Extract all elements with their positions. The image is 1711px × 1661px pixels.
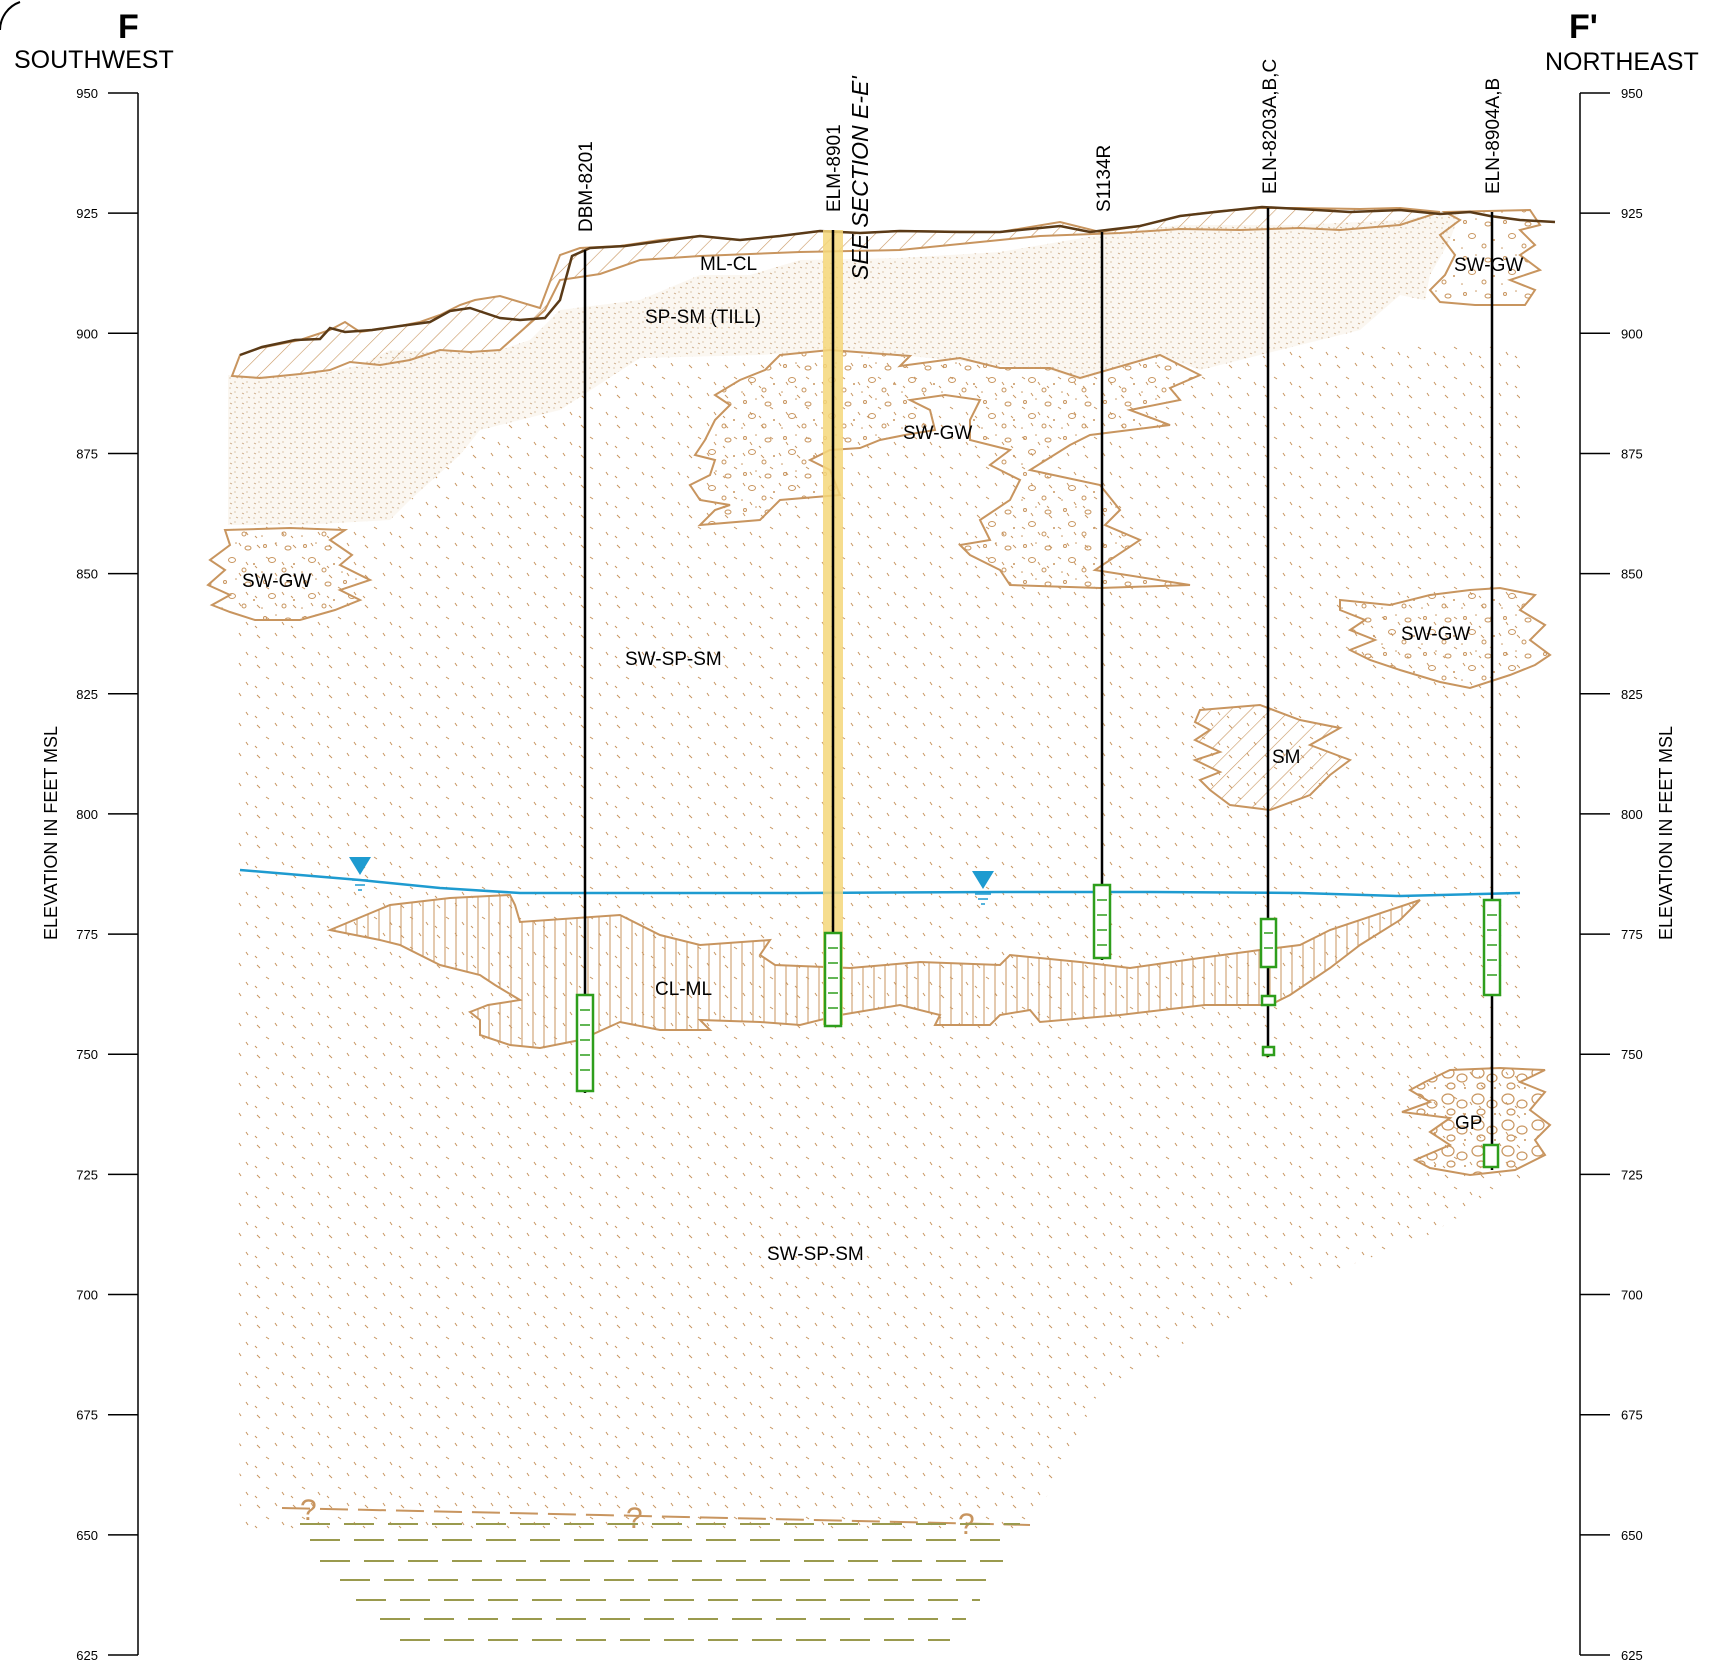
well-label-dbm-8201: DBM-8201 bbox=[576, 141, 597, 232]
left-axis-tick-label: 850 bbox=[76, 567, 98, 582]
uncertain-contact-line bbox=[281, 1507, 1031, 1526]
right-axis-tick-label: 825 bbox=[1621, 687, 1643, 702]
well-screens bbox=[575, 883, 1502, 1169]
unit-sp-sm-till bbox=[228, 212, 1460, 525]
section-end-letter: F' bbox=[1569, 8, 1598, 46]
unit-label-sp-sm-till: SP-SM (TILL) bbox=[645, 307, 761, 328]
left-axis-tick-label: 650 bbox=[76, 1528, 98, 1543]
left-axis-tick-label: 675 bbox=[76, 1408, 98, 1423]
unit-label-sw-sp-sm-lower: SW-SP-SM bbox=[767, 1244, 864, 1265]
right-axis-tick-label: 775 bbox=[1621, 927, 1643, 942]
well-casings bbox=[583, 208, 1494, 1170]
unit-label-sw-sp-sm-upper: SW-SP-SM bbox=[625, 649, 722, 670]
well-label-s1134r: S1134R bbox=[1094, 145, 1115, 212]
right-axis-tick-label: 925 bbox=[1621, 206, 1643, 221]
left-axis-tick-label: 775 bbox=[76, 927, 98, 942]
left-axis-title: ELEVATION IN FEET MSL bbox=[41, 726, 61, 940]
unit-label-gp: GP bbox=[1455, 1113, 1482, 1134]
left-axis-tick-label: 700 bbox=[76, 1288, 98, 1303]
unit-cl-ml bbox=[326, 893, 1421, 1050]
right-axis-tick-label: 900 bbox=[1621, 326, 1643, 341]
left-axis-tick-label: 625 bbox=[76, 1648, 98, 1661]
right-axis-tick-label: 750 bbox=[1621, 1047, 1643, 1062]
unit-sw-gw-right bbox=[1339, 586, 1552, 690]
well-label-elm-8901: ELM-8901 bbox=[824, 124, 845, 212]
unit-sw-sp-sm-body bbox=[232, 340, 1520, 1530]
right-axis-tick-label: 800 bbox=[1621, 807, 1643, 822]
section-end-direction: NORTHEAST bbox=[1545, 48, 1699, 76]
section-start-direction: SOUTHWEST bbox=[14, 46, 174, 74]
water-table-symbol-left bbox=[349, 857, 371, 891]
right-axis-tick-label: 875 bbox=[1621, 446, 1643, 461]
well-label-eln-8904: ELN-8904A,B bbox=[1483, 78, 1504, 194]
left-elevation-axis: 950 925 900 875 850 825 800 775 750 725 700 675 650 6… bbox=[41, 86, 139, 1661]
unit-label-sw-gw-right: SW-GW bbox=[1401, 624, 1470, 645]
right-elevation-axis: 950 925 900 875 850 825 800 775 750 725 700 675 650 6… bbox=[1579, 86, 1676, 1661]
unit-label-sm: SM bbox=[1272, 747, 1301, 768]
right-axis-tick-label: 650 bbox=[1621, 1528, 1643, 1543]
left-axis-tick-label: 825 bbox=[76, 687, 98, 702]
right-axis-tick-label: 950 bbox=[1621, 86, 1643, 101]
unit-sm bbox=[1192, 703, 1353, 812]
right-axis-tick-label: 625 bbox=[1621, 1648, 1643, 1661]
water-table-symbol-right bbox=[972, 871, 994, 905]
unit-gp bbox=[1401, 1066, 1552, 1177]
left-axis-tick-label: 925 bbox=[76, 206, 98, 221]
well-screen-slots bbox=[580, 899, 1497, 1071]
right-axis-tick-label: 725 bbox=[1621, 1167, 1643, 1182]
see-section-label: SEE SECTION E-E' bbox=[847, 75, 873, 280]
left-axis-tick-label: 950 bbox=[76, 86, 98, 101]
unit-label-sw-gw-ne-top: SW-GW bbox=[1454, 255, 1523, 276]
left-axis-tick-label: 875 bbox=[76, 446, 98, 461]
left-axis-tick-label: 750 bbox=[76, 1047, 98, 1062]
unit-label-sw-gw-left: SW-GW bbox=[242, 571, 311, 592]
right-axis-title: ELEVATION IN FEET MSL bbox=[1656, 726, 1676, 940]
left-axis-tick-label: 725 bbox=[76, 1167, 98, 1182]
left-axis-tick-label: 800 bbox=[76, 807, 98, 822]
section-start-letter: F bbox=[118, 8, 139, 46]
unit-label-sw-gw-upper: SW-GW bbox=[903, 423, 972, 444]
right-axis-tick-label: 700 bbox=[1621, 1288, 1643, 1303]
unit-sw-gw-left bbox=[206, 526, 373, 621]
sheet-corner-arc bbox=[0, 1, 21, 31]
water-table-line bbox=[239, 868, 1521, 898]
right-axis-tick-label: 850 bbox=[1621, 567, 1643, 582]
well-label-eln-8203: ELN-8203A,B,C bbox=[1260, 59, 1281, 194]
unit-label-ml-cl: ML-CL bbox=[700, 254, 757, 275]
right-axis-tick-label: 675 bbox=[1621, 1408, 1643, 1423]
unit-label-cl-ml: CL-ML bbox=[655, 979, 712, 1000]
ground-surface-line bbox=[239, 205, 1556, 357]
uncertain-marker: ? bbox=[626, 1502, 643, 1535]
lower-unit-dashes bbox=[300, 1523, 1020, 1641]
unit-sw-gw-ne-top bbox=[1428, 208, 1543, 306]
uncertain-marker: ? bbox=[300, 1494, 317, 1527]
left-axis-tick-label: 900 bbox=[76, 326, 98, 341]
unit-sw-gw-upper bbox=[688, 348, 1203, 590]
